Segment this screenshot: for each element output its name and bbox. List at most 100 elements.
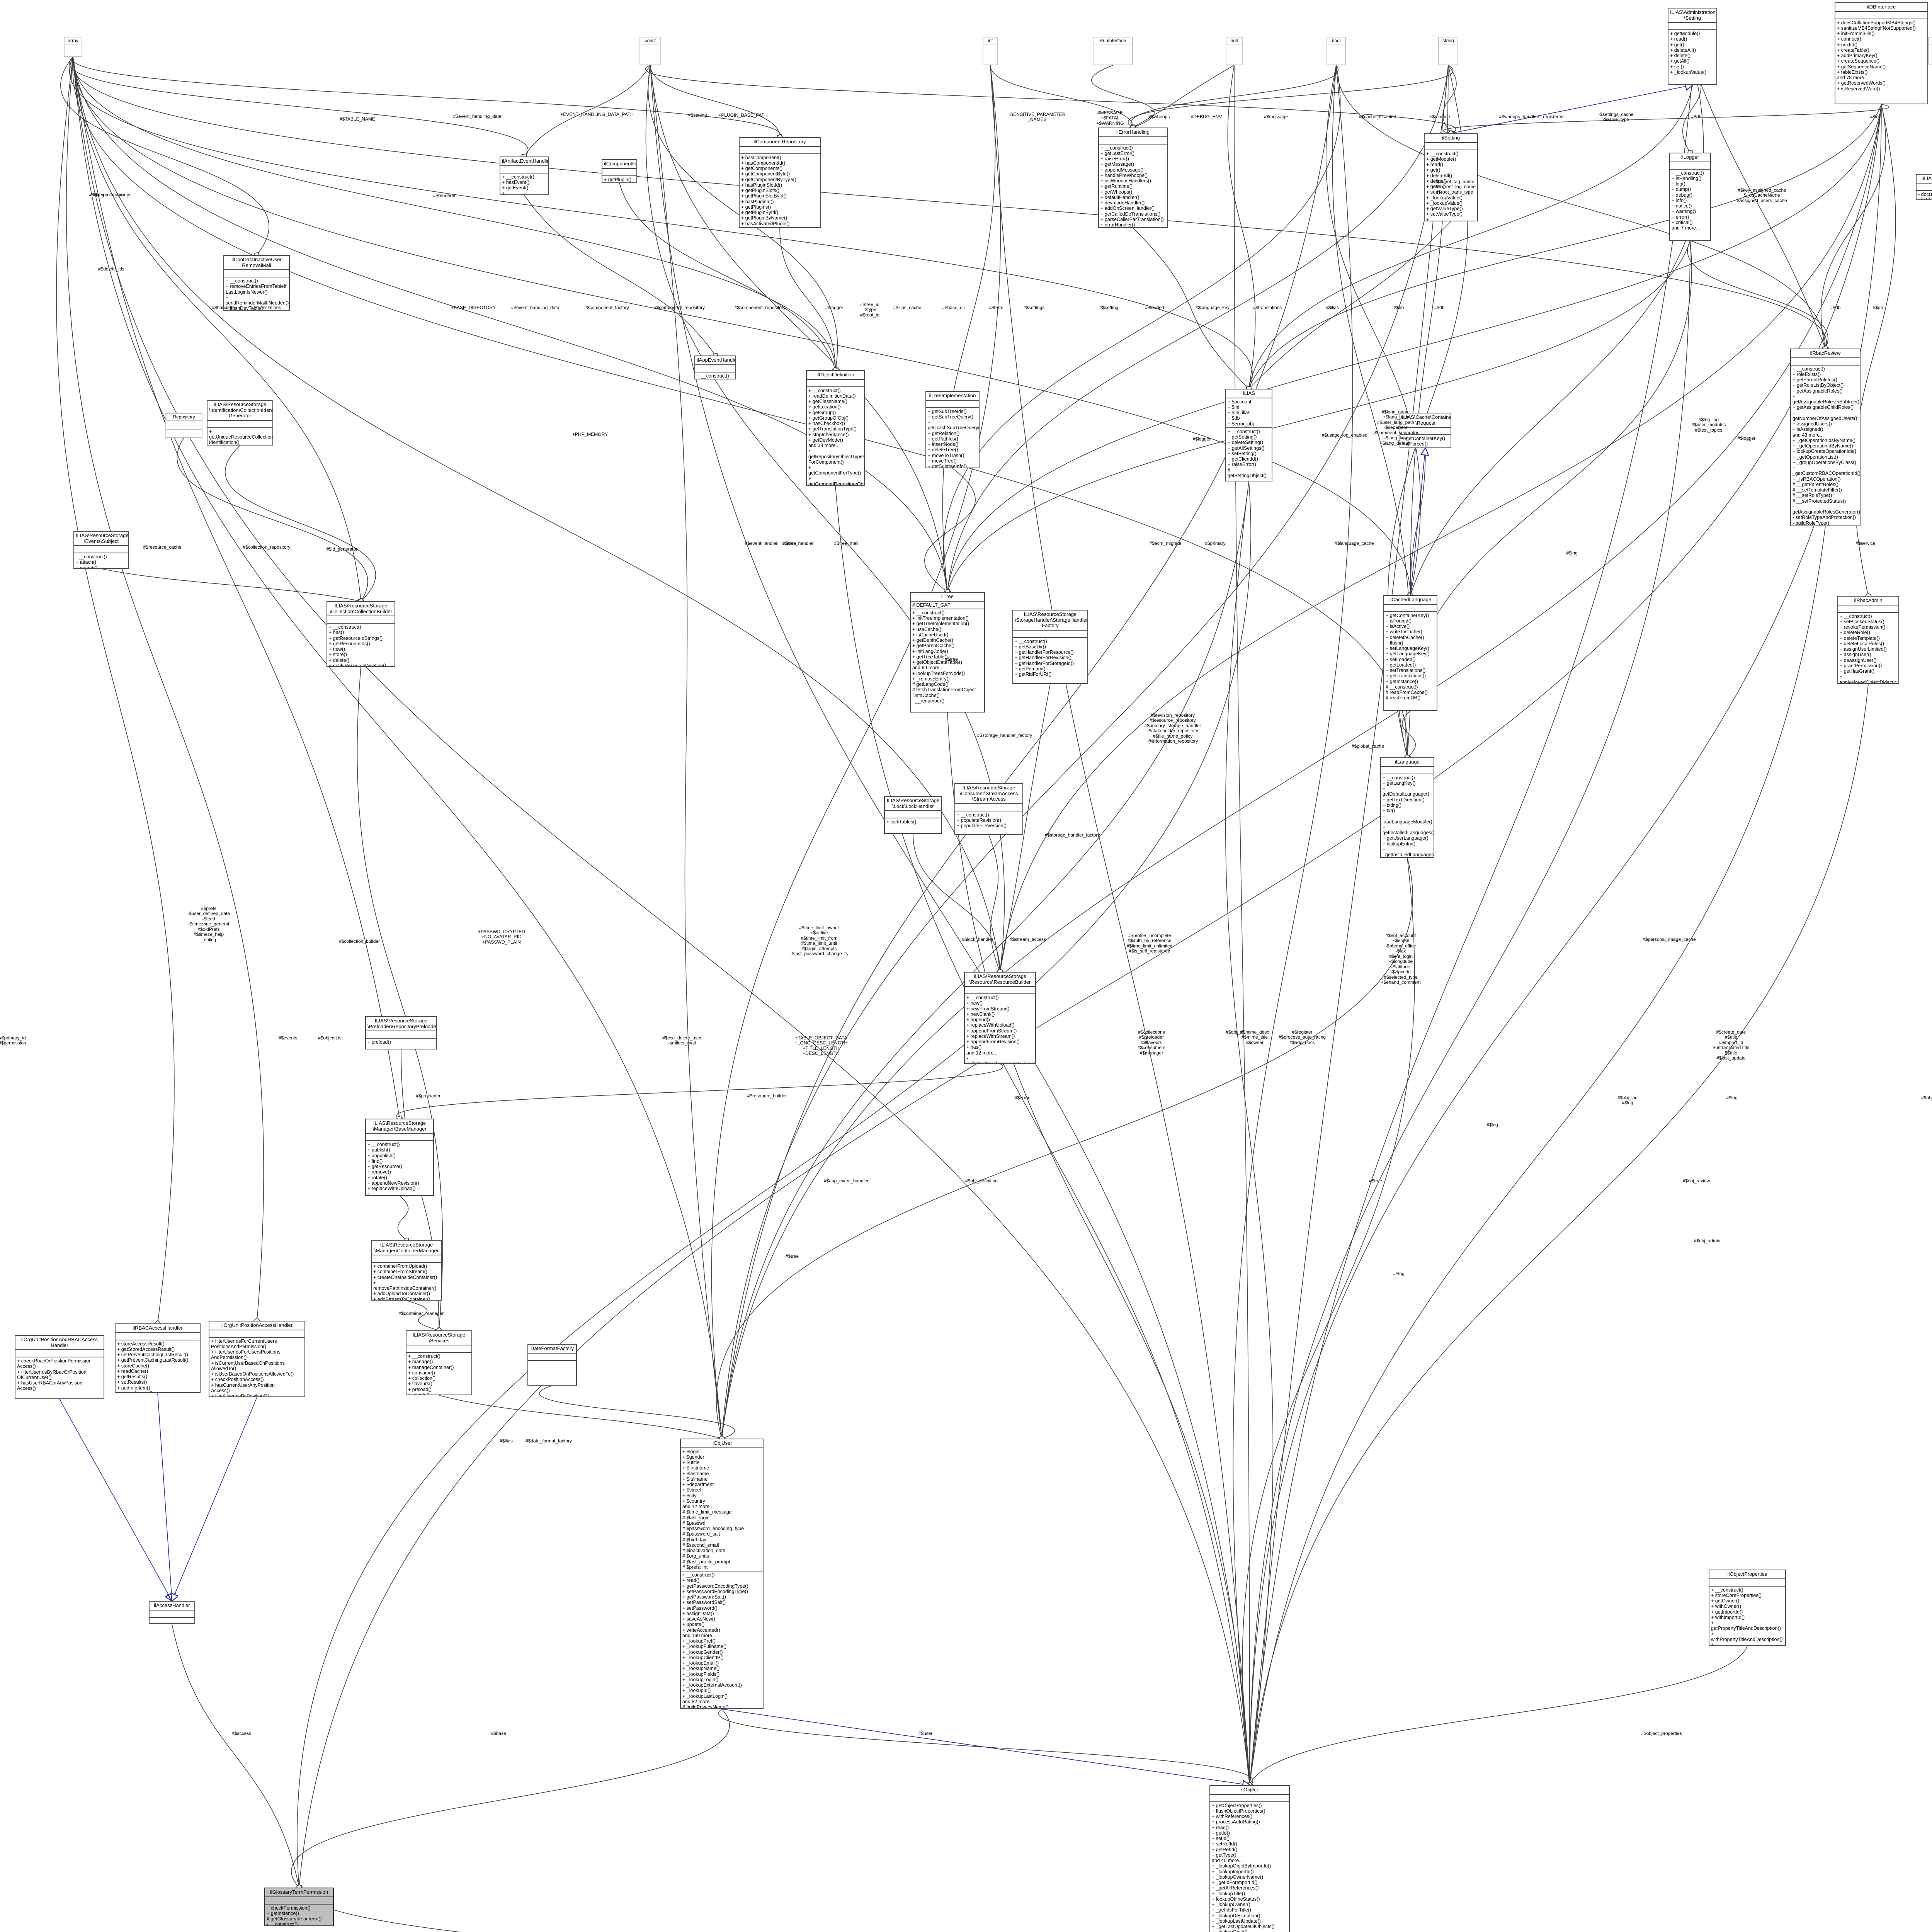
class-name-label: ILIAS\ResourceStorage \Manager\BaseManag… [366, 1119, 433, 1134]
class-operations: + containerFromUpload() + containerFromS… [373, 1264, 437, 1301]
edge-label: -SENSITIVE_PARAMETER _NAMES [1009, 112, 1066, 122]
class-name-label: ILIAS\ResourceStorage \Resource\Resource… [965, 973, 1035, 987]
edge-label: #$id_generator [326, 546, 358, 552]
class-name-label: array [65, 37, 82, 45]
uml-class-node-ilias_cls[interactable]: ILIAS+ $account + $ini + $ini_ilias + $d… [1225, 389, 1272, 481]
class-attributes [366, 1031, 436, 1039]
edge-label: #$component_repository [653, 305, 705, 310]
uml-class-node-ilartifacteventhandlingdata[interactable]: ilArtifactEventHandlingData+ __construct… [500, 156, 549, 195]
class-attributes [1439, 44, 1458, 54]
uml-class-node-ilcomponentrepository[interactable]: ilComponentRepository+ hasComponent() + … [739, 137, 821, 228]
uml-class-node-ilappeventhandler[interactable]: ilAppEventHandler+ __construct() + raise… [694, 355, 736, 379]
uml-class-node-ilias_resourcestorage_storagehandler_factory[interactable]: ILIAS\ResourceStorage \StorageHandler\St… [1012, 610, 1088, 684]
uml-class-node-iltree[interactable]: ilTree# DEFAULT_GAP+ __construct() + ini… [910, 592, 985, 713]
class-attributes [1670, 162, 1710, 170]
uml-class-node-ilias_object_ilopenidc[interactable]: ILIAS\Object\ilOpenIDC- doc() - init() [1916, 174, 1932, 200]
edge-label: #$error [1014, 1095, 1030, 1100]
class-operations: + __construct() + getSetting() + deleteS… [1228, 429, 1267, 478]
edge-label: #$settings [1023, 305, 1045, 310]
class-operations: + __construct() + new() + newFromStream(… [966, 995, 1035, 1063]
uml-class-node-ilcondatainactiveuserremovalmail[interactable]: ilConDataInactiveUser RemovalMail+ __con… [223, 255, 290, 311]
uml-class-node-ilias_resourcestorage_collectioncollectionbuilder[interactable]: ILIAS\ResourceStorage \Collection\Collec… [327, 601, 395, 667]
uml-class-node-null[interactable]: null [1226, 37, 1243, 65]
class-operations: + __construct() + getLangKey() + getDefa… [1383, 775, 1434, 858]
uml-class-node-runinterface[interactable]: RunInterface [1093, 37, 1133, 65]
edge-label: #$event_tag_name #$current_log_name #$ro… [1433, 179, 1476, 195]
uml-class-node-ilobjectdefinition[interactable]: ilObjectDefinition+ __construct() + read… [806, 370, 865, 486]
class-attributes [1791, 358, 1860, 366]
inheritance-edges [59, 65, 1932, 1785]
class-operations: + hasComponent() + hasComponentId() + ge… [741, 155, 796, 226]
uml-class-node-repository[interactable]: Repository [165, 413, 202, 438]
uml-class-node-ilcomponentfactory[interactable]: ilComponentFactory+ getPlugin() + getAct… [602, 159, 637, 183]
class-operations: + __construct() + storeCoreProperties() … [1711, 1587, 1783, 1646]
edge-label: #$revision_repository #$resource_reposit… [1144, 713, 1201, 744]
edge-label: #$obj_id [1226, 1029, 1243, 1035]
uml-class-node-ilcachedlanguage[interactable]: ilCachedLanguage+ getContainerKey() + is… [1383, 595, 1437, 711]
uml-class-node-ilias_resourcestorage_consumer[interactable]: ILIAS\ResourceStorage \Consumer\StreamAc… [954, 783, 1023, 835]
class-attributes [224, 270, 289, 278]
edge-label: #$service [1855, 541, 1876, 546]
uml-class-node-ilrbacreview[interactable]: ilRbacReview+ __construct() + roleExists… [1790, 349, 1861, 526]
class-name-label: ilLogger [1670, 153, 1710, 162]
class-name-label: ILIAS\Cache\Container \Request [1400, 413, 1451, 428]
uml-class-node-string[interactable]: string [1438, 37, 1458, 65]
class-attributes [1917, 184, 1932, 191]
class-operations [528, 1361, 576, 1385]
uml-class-node-ilobjectproperties[interactable]: ilObjectProperties+ __construct() + stor… [1709, 1570, 1786, 1646]
uml-class-node-array[interactable]: array [64, 37, 82, 57]
uml-class-node-ilerrorhandling[interactable]: ilErrorHandling+ __construct() + getLast… [1098, 128, 1168, 228]
uml-class-node-ilias_admin_setting[interactable]: ILIAS\Administration \Setting+ getModule… [1668, 8, 1717, 85]
uml-class-node-const[interactable]: const [639, 37, 661, 65]
edge-label: #$collections #$preloader #$flavours #$c… [1137, 1029, 1166, 1056]
uml-class-node-ilaccesshandler[interactable]: ilAccessHandler [149, 1601, 195, 1624]
edge-label: #$db [1691, 114, 1702, 119]
class-operations [1439, 53, 1458, 65]
class-attributes [1327, 44, 1345, 54]
uml-class-node-ilias_resourcestorage_preloader[interactable]: ILIAS\ResourceStorage \Preloader\Reposit… [365, 1016, 437, 1049]
uml-class-node-ilobject[interactable]: ilObject+ getObjectProperties() + flushO… [1209, 1785, 1290, 1932]
uml-class-node-ilrbacadmin[interactable]: ilRbacAdmin+ __construct() + setBlockedS… [1837, 596, 1899, 684]
uml-class-node-ilrbacaccesshandler[interactable]: ilRBACAccessHandler+ storeAccessResult()… [115, 1323, 201, 1393]
class-name-label: ILIAS\ResourceStorage \Consumer\StreamAc… [955, 784, 1022, 804]
uml-class-node-illanguage[interactable]: ilLanguage + __construct() + getLangKey()… [1380, 757, 1434, 858]
uml-class-node-ilias_resourcestorage_managerbasemanager[interactable]: ILIAS\ResourceStorage \Manager\BaseManag… [365, 1119, 434, 1196]
uml-class-node-iltreeimplementation[interactable]: ilTreeImplementation+ getSubTreeIds() + … [925, 391, 980, 468]
uml-class-node-ilias_resourcestorage_eventssubject[interactable]: ILIAS\ResourceStorage \Events\Subject- _… [73, 531, 129, 569]
class-attributes [1381, 767, 1434, 774]
uml-class-node-ilglossarytermpermission[interactable]: ilGlossaryTermPermission+ checkPermissio… [264, 1888, 334, 1926]
edge-label: #$primary_id #$permission [0, 1035, 26, 1046]
uml-class-node-ilorgunitpositionandrbacaccesshandler[interactable]: ilOrgUnitPositionAndRBACAccess Handler+ … [15, 1335, 104, 1399]
class-name-label: ilRbacAdmin [1838, 597, 1898, 605]
edge-label: +EVENT_HANDLING_DATA_PATH [560, 112, 634, 117]
uml-class-node-ilias_resourcestorage_resourcebuilder[interactable]: ILIAS\ResourceStorage \Resource\Resource… [964, 972, 1036, 1064]
uml-class-node-ildbinterface[interactable]: ilDBInterface+ doesCollationSupportMB4St… [1835, 2, 1928, 104]
uml-class-node-ilias_resourcestorage_lockhandler[interactable]: ILIAS\ResourceStorage \Lock\LockHandler+… [884, 796, 942, 834]
class-attributes [1709, 1579, 1785, 1587]
uml-class-node-bool[interactable]: bool [1327, 37, 1346, 65]
class-operations: + __construct() + getModule() + read() +… [1426, 151, 1463, 221]
uml-class-node-ilias_resourcestorage_identification_collection[interactable]: ILIAS\ResourceStorage \Identification\Co… [207, 400, 273, 446]
uml-class-node-ilobjuser[interactable]: ilObjUser+ $login + $gender + $utitle + … [680, 1439, 764, 1709]
edge-label: #$lng [1726, 1095, 1738, 1100]
class-name-label: const [640, 37, 660, 45]
uml-class-node-ilorgunitpositionaccesshandler[interactable]: ilOrgUnitPositionAccessHandler+ filterUs… [209, 1321, 305, 1397]
class-operations: + getModule() + read() + get() + deleteA… [1670, 31, 1706, 75]
edge-label: #$whoops_handlers_registered [1499, 114, 1564, 119]
uml-class-node-illogger[interactable]: ilLogger+ __construct() + isHandling() +… [1669, 153, 1711, 241]
class-name-label: ilRbacReview [1791, 349, 1860, 358]
uml-class-node-ilias_resourcestorage_managercontainermanager[interactable]: ILIAS\ResourceStorage \Manager\Container… [371, 1240, 442, 1301]
edge-label: #$language_key [1195, 305, 1230, 310]
class-operations [1327, 53, 1345, 65]
class-attributes [366, 1134, 433, 1141]
class-name-label: ILIAS\ResourceStorage \Collection\Collec… [327, 602, 395, 617]
class-name-label: ilLanguage [1381, 758, 1434, 767]
uml-class-node-ilias_cache_container_request[interactable]: ILIAS\Cache\Container \Request+ getConta… [1400, 413, 1451, 448]
uml-class-node-ilsetting[interactable]: ilSetting+ __construct() + getModule() +… [1424, 133, 1478, 221]
class-name-label: ilTreeImplementation [926, 392, 979, 401]
uml-class-node-int[interactable]: int [983, 37, 998, 65]
uml-class-node-dateformatfactory[interactable]: DateFormatFactory [527, 1344, 577, 1386]
uml-class-node-ilias_resourcestorage_services[interactable]: ILIAS\ResourceStorage \Services+ __const… [406, 1330, 472, 1395]
class-attributes [1400, 428, 1451, 435]
uml-class-node-container[interactable]: Container [1928, 37, 1932, 65]
